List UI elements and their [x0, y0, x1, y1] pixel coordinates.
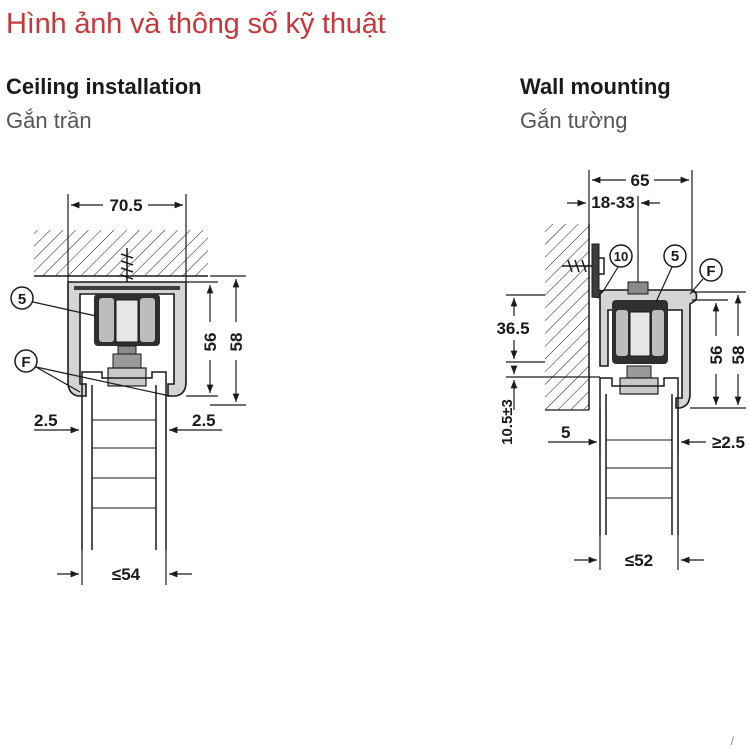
ceiling-callout-f — [14, 349, 171, 397]
wall-dim-bottom — [574, 535, 704, 570]
wall-dim-65-label: 65 — [631, 171, 650, 190]
wall-dim-36-5-label: 36.5 — [496, 319, 529, 338]
wall-dim-heights — [690, 291, 746, 409]
wall-callout-10-label: 10 — [614, 249, 628, 264]
ceiling-dim-heights — [186, 275, 246, 406]
ceiling-dim-58-label: 58 — [227, 333, 246, 352]
wall-drawing: 65 18-33 36.5 10.5±3 — [496, 170, 748, 570]
wall-dim-gaps — [548, 410, 706, 452]
wall-callout-f-label: F — [706, 263, 715, 280]
ceiling-callout-5-label: 5 — [18, 291, 26, 308]
wall-rail-profile — [599, 289, 698, 409]
ceiling-subheading: Gắn trần — [6, 108, 92, 133]
ceiling-slab — [34, 230, 208, 276]
wall-dim-58-label: 58 — [729, 346, 748, 365]
ceiling-dim-bottom — [57, 550, 192, 585]
page-title: Hình ảnh và thông số kỹ thuật — [6, 8, 386, 40]
wall-dim-18-33 — [567, 196, 660, 282]
ceiling-dim-70-5 — [67, 194, 187, 282]
ceiling-heading: Ceiling installation — [6, 74, 202, 99]
wall-gap-left-label: 5 — [561, 423, 570, 442]
wall-dim-56-label: 56 — [707, 346, 726, 365]
ceiling-gap-right-label: 2.5 — [192, 411, 216, 430]
wall-heading: Wall mounting — [520, 74, 671, 99]
wall-subheading: Gắn tường — [520, 108, 628, 133]
wall-door-leaf — [599, 377, 679, 535]
wall-callout-f — [689, 258, 723, 295]
ceiling-drawing: 70.5 56 58 2.5 2.5 ≤ — [10, 194, 246, 585]
ceiling-dim-gaps — [34, 400, 222, 440]
ceiling-callout-5 — [10, 286, 97, 317]
wall-dim-36-5 — [506, 294, 545, 363]
ceiling-dim-56-label: 56 — [201, 333, 220, 352]
ceiling-dim-bottom-label: ≤54 — [112, 565, 141, 584]
wall-dim-10-5 — [506, 365, 600, 410]
ceiling-rail-profile — [67, 281, 187, 397]
ceiling-running-gear — [94, 294, 160, 387]
corner-mark: / — [730, 734, 734, 748]
wall-callout-5 — [655, 244, 687, 303]
wall-callout-5-label: 5 — [671, 248, 679, 265]
wall-dim-18-33-label: 18-33 — [591, 193, 634, 212]
wall-dim-bottom-label: ≤52 — [625, 551, 653, 570]
ceiling-callout-f-label: F — [21, 354, 30, 371]
wall-dim-65 — [588, 170, 693, 290]
wall-block — [545, 224, 589, 410]
wall-callout-10 — [603, 244, 633, 291]
wall-gap-right-label: ≥2.5 — [712, 433, 745, 452]
ceiling-gap-left-label: 2.5 — [34, 411, 58, 430]
ceiling-door-leaf — [81, 371, 167, 550]
ceiling-dim-width-label: 70.5 — [109, 196, 142, 215]
wall-running-gear — [612, 281, 668, 395]
wall-dim-10-5-label: 10.5±3 — [499, 399, 516, 445]
